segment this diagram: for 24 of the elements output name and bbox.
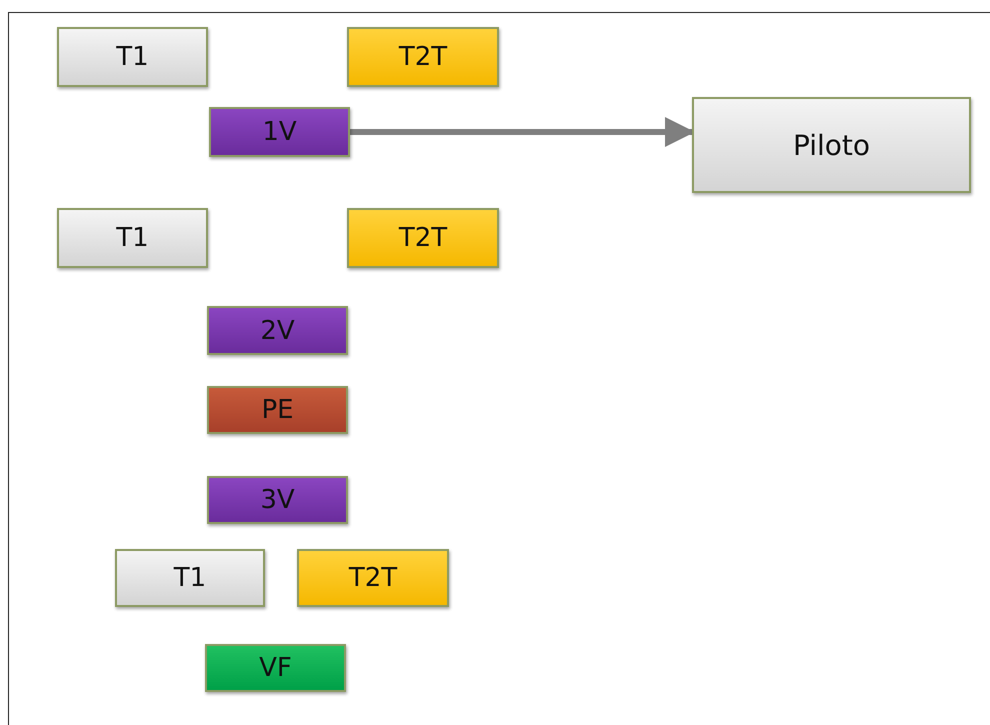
process-box [115, 549, 265, 607]
box-label: 2V [260, 316, 295, 346]
process-box [347, 208, 499, 268]
process-box [207, 476, 348, 524]
process-box [57, 27, 208, 87]
box-label: T1 [174, 563, 206, 593]
box-label: 1V [262, 117, 297, 147]
box-label: T2T [348, 563, 398, 593]
box-label: T2T [398, 223, 448, 253]
box-label: Piloto [792, 128, 870, 162]
process-box [57, 208, 208, 268]
process-box [207, 386, 348, 434]
process-box [209, 107, 350, 157]
process-box [297, 549, 449, 607]
process-box [692, 97, 971, 193]
process-box [347, 27, 499, 87]
process-box [207, 306, 348, 355]
box-label: 3V [260, 485, 295, 515]
box-label: VF [259, 653, 292, 683]
box-label: T1 [116, 223, 149, 253]
box-label: PE [261, 395, 294, 425]
process-box [205, 644, 346, 692]
box-label: T1 [116, 42, 149, 72]
box-label: T2T [398, 42, 448, 72]
